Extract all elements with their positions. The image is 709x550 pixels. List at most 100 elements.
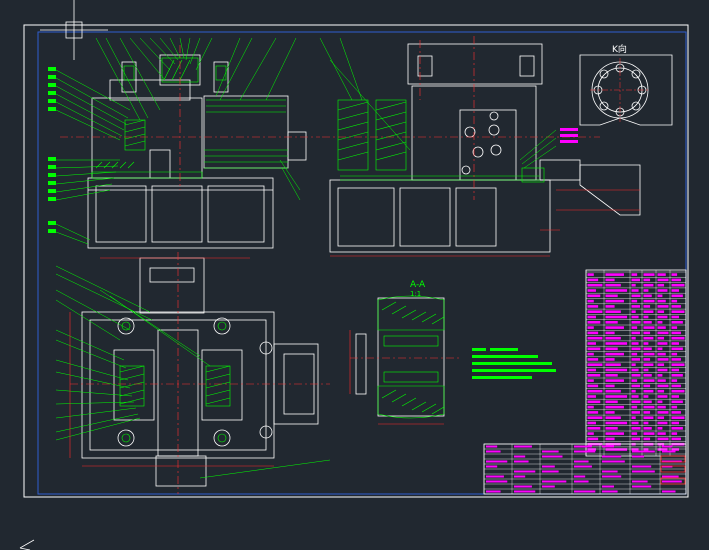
bom-cell-text — [643, 368, 649, 372]
k-view-label: K向 — [612, 43, 627, 55]
title-block-cell-text — [602, 455, 622, 458]
title-block-cell-text — [514, 475, 526, 478]
bom-cell-text — [643, 395, 649, 398]
bom-cell-text — [671, 395, 680, 398]
bom-cell-text — [671, 331, 681, 335]
bom-cell-text — [671, 384, 681, 388]
title-block-cell-text — [662, 465, 673, 468]
title-block-cell-text — [486, 465, 498, 468]
bom-cell-text — [631, 352, 638, 356]
bom-cell-text — [643, 421, 649, 425]
bom-cell-text — [657, 416, 665, 419]
bom-cell-text — [671, 305, 681, 308]
bom-cell-text — [587, 278, 599, 282]
bom-cell-text — [587, 347, 601, 351]
title-block — [483, 443, 687, 495]
title-block-cell-text — [574, 490, 596, 493]
title-block-cell-text — [542, 450, 559, 453]
leader-tags-side — [560, 128, 578, 143]
bom-cell-text — [587, 358, 599, 361]
leader-lines-side-view — [319, 37, 557, 169]
bom-cell-text — [587, 336, 603, 340]
bom-cell-text — [643, 379, 655, 382]
title-block-cell-text — [574, 475, 586, 478]
bom-cell-text — [631, 347, 641, 351]
bom-cell-text — [643, 321, 652, 324]
bom-cell-text — [643, 299, 655, 303]
title-block-cell-text — [662, 450, 676, 453]
dimension-lines-side-view — [330, 189, 640, 257]
bom-cell-text — [671, 358, 681, 361]
bom-cell-text — [671, 289, 680, 292]
bom-cell-text — [587, 352, 594, 356]
bom-cell-text — [643, 342, 649, 345]
bom-cell-text — [643, 363, 654, 366]
bom-cell-text — [643, 427, 652, 430]
bom-cell-text — [631, 278, 641, 282]
bom-cell-text — [671, 437, 681, 441]
bom-cell-text — [605, 289, 628, 292]
ucs-icon — [19, 539, 35, 550]
bom-cell-text — [631, 405, 638, 409]
bom-cell-text — [631, 289, 639, 292]
bom-cell-text — [671, 421, 680, 425]
bom-cell-text — [587, 305, 599, 308]
title-block-cell-text — [662, 475, 679, 478]
title-block-cell-text — [486, 490, 501, 493]
bom-cell-text — [657, 448, 668, 451]
side-view-middle-hatch — [337, 99, 545, 183]
bom-cell-text — [605, 379, 624, 382]
bom-cell-text — [657, 384, 669, 388]
title-block-cell-text — [632, 480, 648, 483]
bom-cell-text — [643, 278, 651, 282]
title-block-cell-text — [542, 455, 563, 458]
side-view-middle — [329, 43, 641, 253]
bom-cell-text — [605, 448, 628, 451]
bom-cell-text — [605, 411, 615, 414]
bom-cell-text — [605, 358, 615, 361]
bom-cell-text — [605, 416, 621, 419]
bom-cell-text — [587, 405, 594, 409]
bom-cell-text — [631, 294, 641, 298]
bom-cell-text — [671, 400, 683, 404]
bom-cell-text — [657, 342, 668, 345]
bom-cell-text — [643, 416, 654, 419]
bom-cell-text — [671, 315, 680, 319]
bom-cell-text — [671, 374, 683, 377]
section-aa-hatch — [377, 295, 445, 419]
title-block-cell-text — [662, 445, 673, 448]
title-block-cell-text — [514, 455, 526, 458]
section-aa-scale: 1:1 — [410, 290, 421, 298]
bom-cell-text — [605, 389, 621, 393]
bom-cell-text — [587, 395, 596, 398]
bom-cell-text — [587, 448, 596, 451]
bom-cell-text — [587, 432, 594, 435]
bom-cell-text — [631, 283, 636, 287]
bom-cell-text — [657, 278, 669, 282]
title-block-cell-text — [662, 480, 682, 483]
bom-cell-text — [587, 389, 603, 393]
bom-cell-text — [657, 352, 666, 356]
bom-cell-text — [657, 358, 669, 361]
bom-cell-text — [657, 432, 666, 435]
bom-cell-text — [587, 437, 599, 441]
title-block-cell-text — [602, 460, 625, 463]
title-block-cell-text — [632, 470, 655, 473]
bom-cell-text — [671, 363, 685, 366]
bom-cell-text — [643, 326, 655, 329]
bom-cell-text — [643, 411, 651, 414]
cad-crosshair-icon[interactable] — [40, 0, 108, 60]
title-block-cell-text — [486, 460, 508, 463]
bom-cell-text — [643, 448, 649, 451]
bom-cell-text — [657, 363, 665, 366]
bom-cell-text — [605, 395, 628, 398]
bom-table — [585, 269, 687, 457]
bom-cell-text — [657, 421, 668, 425]
bom-cell-text — [605, 278, 615, 282]
title-block-cell-text — [574, 450, 596, 453]
bom-cell-text — [671, 448, 680, 451]
bom-cell-text — [587, 326, 594, 329]
title-block-cell-text — [574, 445, 592, 448]
bom-cell-text — [657, 368, 668, 372]
